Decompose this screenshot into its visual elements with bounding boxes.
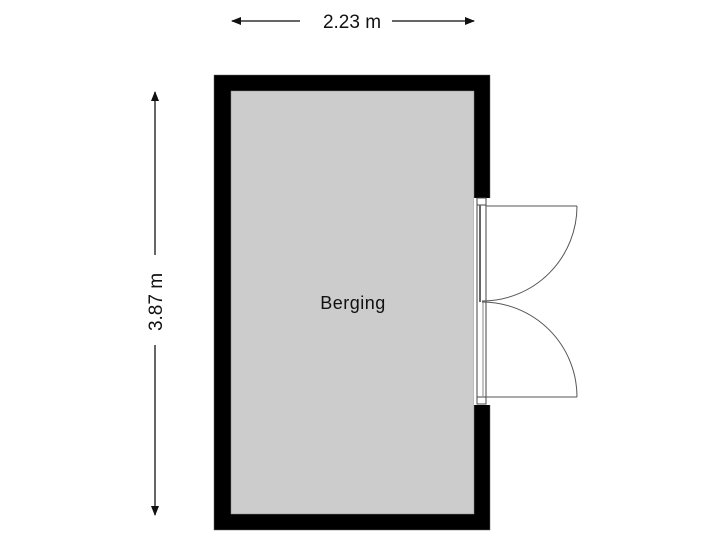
height-dimension-label: 3.87 m [146,273,167,331]
width-dimension-label: 2.23 m [323,12,381,33]
height-dimension: 3.87 m [146,91,167,516]
door-frame-bottom [476,396,487,405]
door-upper-swing-arc [481,205,578,302]
width-dimension: 2.23 m [231,12,475,33]
door-frame-top [476,197,487,206]
room-walls [213,74,491,531]
room-floor [230,90,475,515]
room-label: Berging [320,293,386,313]
double-door [476,197,578,405]
door-opening [474,198,491,405]
door-lower-swing-arc [481,301,578,398]
